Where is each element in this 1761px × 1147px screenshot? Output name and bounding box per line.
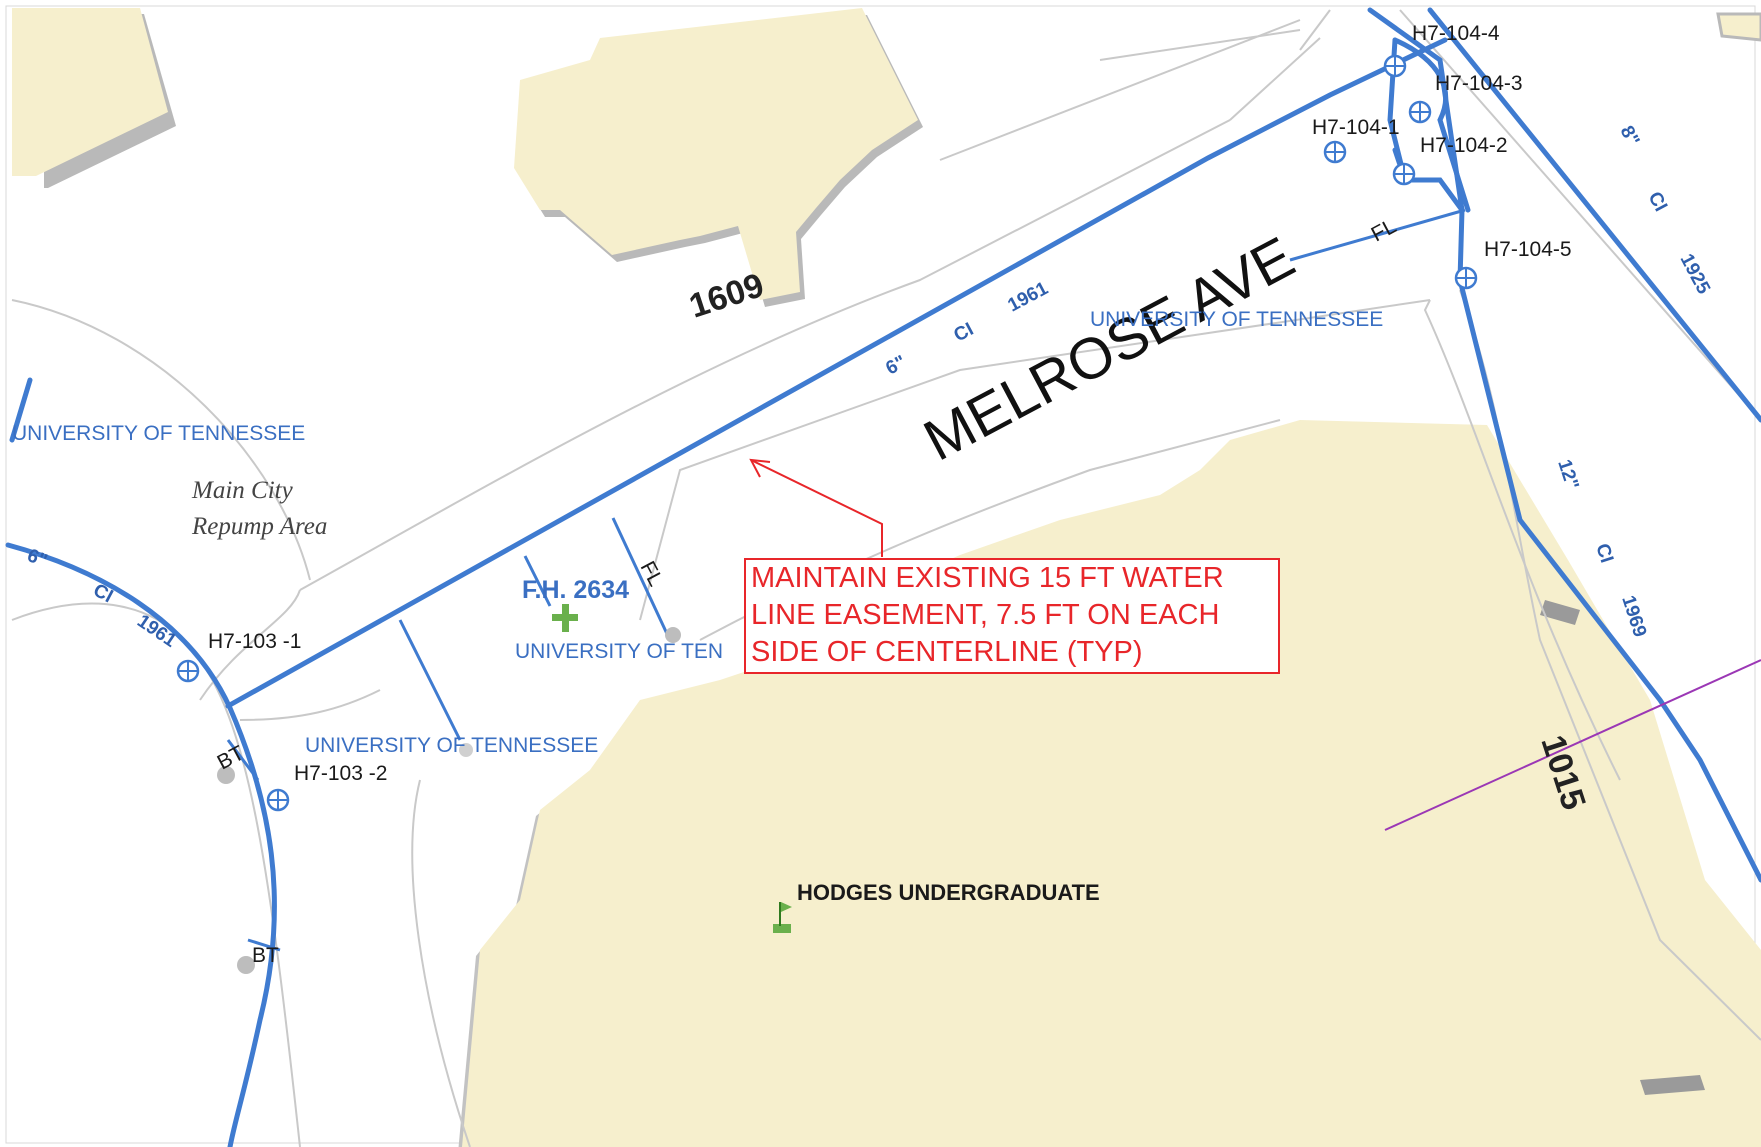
- valve-label: H7-104-4: [1412, 22, 1500, 45]
- valve-h7-104-2[interactable]: [1392, 162, 1416, 186]
- fixture-marker[interactable]: [665, 627, 681, 643]
- owner-label: UNIVERSITY OF TENNESSEE: [12, 422, 305, 445]
- owner-label: UNIVERSITY OF TEN: [515, 640, 723, 663]
- easement-callout: MAINTAIN EXISTING 15 FT WATER LINE EASEM…: [744, 458, 1280, 674]
- boundary-line: [1384, 659, 1761, 831]
- building-name: HODGES UNDERGRADUATE: [797, 880, 1100, 905]
- valve-label: H7-104-5: [1484, 238, 1572, 261]
- valve-label: H7-103 -1: [208, 630, 301, 653]
- valve-label: H7-104-3: [1435, 72, 1523, 95]
- valve-h7-103-2[interactable]: [266, 788, 290, 812]
- easement-note-line2: LINE EASEMENT, 7.5 FT ON EACH: [751, 599, 1219, 631]
- bt-label: BT: [252, 944, 279, 967]
- valve-h7-104-5[interactable]: [1454, 266, 1478, 290]
- building-1609: [514, 8, 923, 307]
- valve-h7-103-1[interactable]: [176, 659, 200, 683]
- building-top-left: [12, 8, 176, 188]
- valve-label: H7-104-1: [1312, 116, 1400, 139]
- hydrant-label: F.H. 2634: [522, 576, 629, 604]
- valve-label: H7-103 -2: [294, 762, 387, 785]
- owner-label: UNIVERSITY OF TENNESSEE: [305, 734, 598, 757]
- valve-h7-104-1[interactable]: [1323, 140, 1347, 164]
- repump-area-label: Repump Area: [191, 513, 327, 540]
- fixture-marker[interactable]: [459, 743, 473, 757]
- valve-label: H7-104-2: [1420, 134, 1508, 157]
- easement-note-line3: SIDE OF CENTERLINE (TYP): [751, 636, 1143, 668]
- valve-h7-104-4[interactable]: [1383, 54, 1407, 78]
- owner-label: UNIVERSITY OF TENNESSEE: [1090, 308, 1383, 331]
- flag-icon: [773, 902, 792, 933]
- blow-off-marker[interactable]: [237, 956, 255, 974]
- valve-h7-104-3[interactable]: [1408, 100, 1432, 124]
- building-hodges: [458, 420, 1761, 1147]
- easement-note-line1: MAINTAIN EXISTING 15 FT WATER: [751, 562, 1224, 594]
- building-top-right: [1716, 12, 1761, 42]
- easement-note-box: [744, 558, 1280, 674]
- repump-area-label: Main City: [191, 477, 294, 504]
- hydrant-icon[interactable]: [552, 604, 578, 632]
- blow-off-marker[interactable]: [217, 766, 235, 784]
